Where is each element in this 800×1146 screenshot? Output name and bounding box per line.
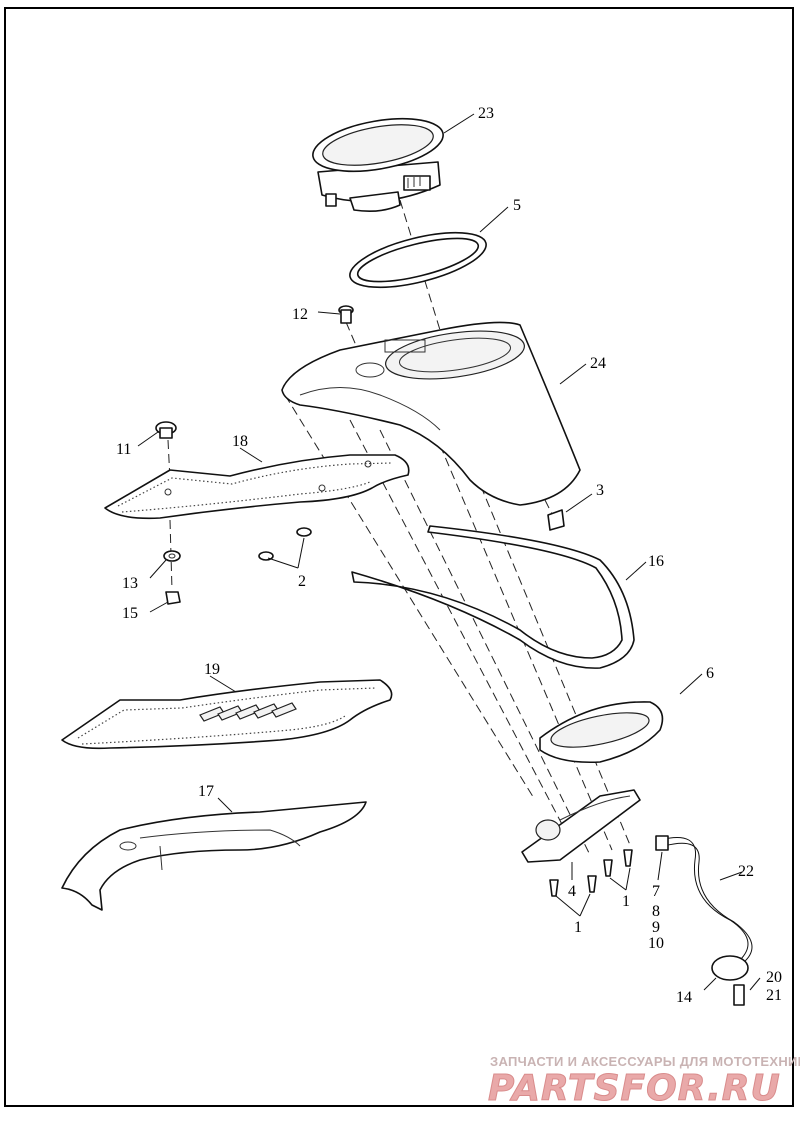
part-11-bolt <box>155 421 177 439</box>
part-23-gauge <box>312 117 444 212</box>
part-5-gasket <box>349 231 487 289</box>
callout-24: 24 <box>590 355 606 372</box>
callout-4: 4 <box>568 883 576 900</box>
part-24-console <box>281 321 581 506</box>
callout-23: 23 <box>478 105 494 122</box>
diagram-border <box>4 7 794 1107</box>
callout-5: 5 <box>513 197 521 214</box>
part-6-bezel <box>539 701 664 764</box>
part-17-base <box>61 801 367 911</box>
part-18-panel <box>104 454 410 520</box>
part-13-washer <box>163 550 181 562</box>
callout-11: 11 <box>116 441 131 458</box>
callout-1b: 1 <box>622 893 630 910</box>
callout-15: 15 <box>122 605 138 622</box>
watermark-tagline: ЗАПЧАСТИ И АКСЕССУАРЫ ДЛЯ МОТОТЕХНИКИ <box>490 1054 800 1069</box>
callout-6: 6 <box>706 665 714 682</box>
part-speedo-unit <box>521 789 641 863</box>
callouts: 23 5 12 24 11 18 3 16 13 2 15 6 19 17 22… <box>116 105 782 1006</box>
callout-20: 20 <box>766 969 782 986</box>
part-16-seal <box>351 525 635 669</box>
callout-19: 19 <box>204 661 220 678</box>
assembly-lines <box>167 199 631 856</box>
watermark: ЗАПЧАСТИ И АКСЕССУАРЫ ДЛЯ МОТОТЕХНИКИ PA… <box>488 1054 800 1110</box>
part-1-screws <box>549 849 633 897</box>
callout-8: 8 <box>652 903 660 920</box>
callout-10: 10 <box>648 935 664 952</box>
callout-21: 21 <box>766 987 782 1004</box>
callout-16: 16 <box>648 553 664 570</box>
callout-14: 14 <box>676 989 692 1006</box>
part-3-clip <box>547 509 565 531</box>
callout-12: 12 <box>292 306 308 323</box>
callout-3: 3 <box>596 482 604 499</box>
part-15-nut <box>165 591 181 605</box>
callout-22: 22 <box>738 863 754 880</box>
callout-17: 17 <box>198 783 214 800</box>
part-12-screw <box>338 305 354 324</box>
watermark-logo: PARTSFOR.RU <box>488 1068 781 1109</box>
part-20-connector <box>733 984 745 1006</box>
part-19-pad <box>61 679 393 750</box>
leader-lines <box>137 113 761 991</box>
callout-2: 2 <box>298 573 306 590</box>
part-22-harness <box>655 835 753 963</box>
pad-vents <box>199 702 297 722</box>
callout-13: 13 <box>122 575 138 592</box>
callout-18: 18 <box>232 433 248 450</box>
callout-1a: 1 <box>574 919 582 936</box>
callout-7: 7 <box>652 883 660 900</box>
part-14-grommet <box>711 955 749 981</box>
callout-9: 9 <box>652 919 660 936</box>
